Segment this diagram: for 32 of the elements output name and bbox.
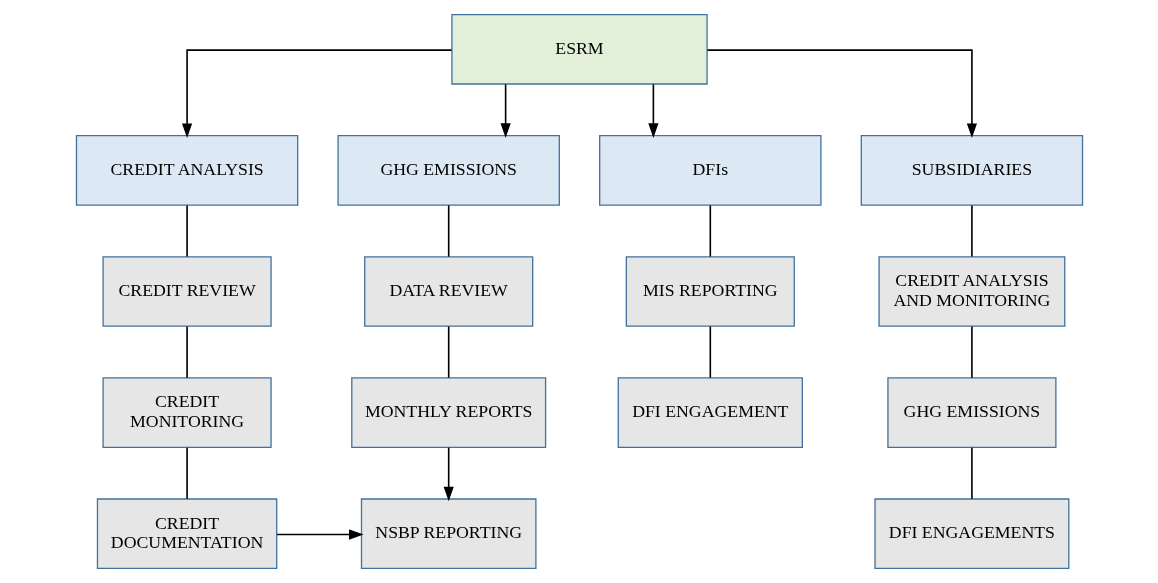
node-box: CREDIT REVIEW bbox=[101, 256, 272, 327]
arrow bbox=[500, 83, 511, 138]
connector bbox=[185, 446, 188, 500]
connector bbox=[447, 204, 449, 258]
connector bbox=[185, 325, 188, 379]
arrow bbox=[706, 49, 977, 138]
node-box: DFI ENGAGEMENT bbox=[617, 377, 803, 448]
node-box: GHG EMISSIONS bbox=[886, 377, 1057, 448]
connector bbox=[709, 325, 711, 379]
node-box: MIS REPORTING bbox=[625, 256, 795, 327]
node-box: CREDIT MONITORING bbox=[101, 377, 272, 448]
node-box: CREDIT DOCUMENTATION bbox=[96, 498, 277, 570]
arrow bbox=[275, 529, 364, 540]
connector bbox=[970, 325, 973, 379]
node-box: DFIs bbox=[598, 135, 822, 206]
connector bbox=[447, 325, 449, 379]
node-box: ESRM bbox=[450, 13, 708, 85]
node-box: SUBSIDIARIES bbox=[860, 135, 1083, 206]
node-box: DATA REVIEW bbox=[363, 256, 533, 327]
arrow bbox=[647, 83, 658, 138]
node-box: GHG EMISSIONS bbox=[336, 135, 560, 206]
node-box: CREDIT ANALYSIS AND MONITORING bbox=[877, 256, 1065, 327]
node-box: MONTHLY REPORTS bbox=[350, 377, 546, 448]
connector bbox=[709, 204, 711, 258]
arrow bbox=[443, 446, 454, 502]
connector bbox=[185, 204, 188, 258]
arrow bbox=[181, 49, 452, 138]
connector bbox=[970, 446, 973, 500]
node-box: DFI ENGAGEMENTS bbox=[873, 498, 1069, 570]
node-box: CREDIT ANALYSIS bbox=[75, 135, 298, 206]
node-box: NSBP REPORTING bbox=[360, 498, 537, 570]
connector bbox=[970, 204, 973, 258]
